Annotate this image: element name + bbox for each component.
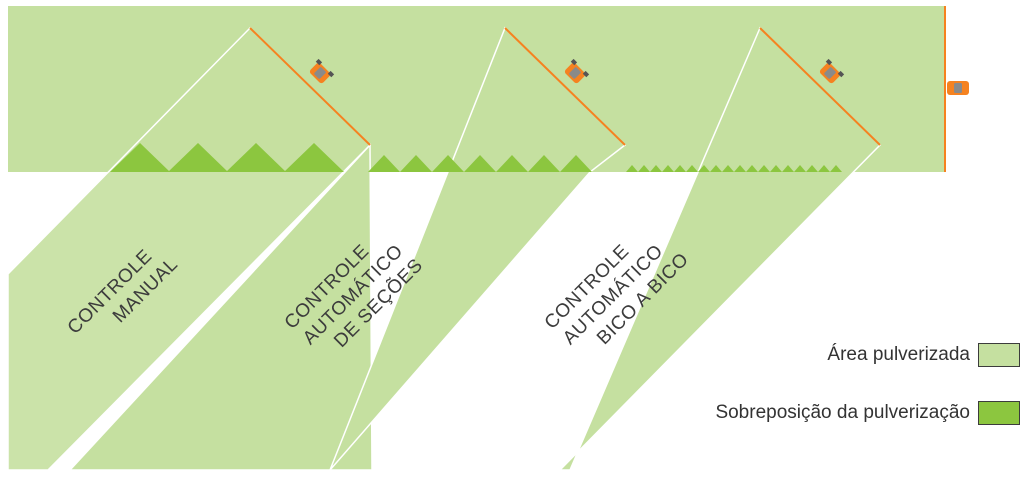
- overlap-tooth: [794, 165, 806, 172]
- overlap-tooth: [698, 165, 710, 172]
- boom-line: [504, 27, 626, 146]
- legend: Área pulverizada Sobreposição da pulveri…: [660, 340, 1020, 456]
- overlap-tooth: [818, 165, 830, 172]
- tractor-icon: [564, 58, 590, 84]
- overlap-tooth: [830, 165, 842, 172]
- legend-swatch-overlap: [978, 401, 1020, 425]
- overlap-tooth: [710, 165, 722, 172]
- overlap-tooth: [782, 165, 794, 172]
- overlap-tooth: [650, 165, 662, 172]
- tractor-icon: [819, 58, 845, 84]
- zone-bico: [558, 26, 882, 471]
- zone-secoes: [329, 26, 627, 471]
- overlap-triangles: [368, 155, 592, 172]
- overlap-tooth: [806, 165, 818, 172]
- overlap-tooth: [758, 165, 770, 172]
- pass-strip: [68, 143, 373, 471]
- overlap-tooth: [674, 165, 686, 172]
- legend-swatch-area: [978, 343, 1020, 367]
- overlap-tooth: [686, 165, 698, 172]
- legend-item-overlap: Sobreposição da pulverização: [660, 398, 1020, 428]
- overlap-tooth: [734, 165, 746, 172]
- legend-item-area: Área pulverizada: [660, 340, 1020, 370]
- overlap-triangles: [110, 143, 344, 172]
- overlap-tooth: [662, 165, 674, 172]
- boom-line: [759, 27, 881, 146]
- overlap-tooth: [626, 165, 638, 172]
- overlap-tooth: [638, 165, 650, 172]
- overlap-triangles: [626, 165, 842, 172]
- tractor-icon: [947, 81, 969, 95]
- legend-label-overlap: Sobreposição da pulverização: [715, 402, 970, 423]
- pass-strip: [7, 26, 372, 471]
- boom-line: [249, 27, 371, 146]
- zone-manual: [7, 26, 373, 471]
- tractor-icon: [309, 58, 335, 84]
- overlap-tooth: [746, 165, 758, 172]
- overlap-tooth: [722, 165, 734, 172]
- legend-label-area: Área pulverizada: [827, 344, 970, 365]
- overlap-tooth: [770, 165, 782, 172]
